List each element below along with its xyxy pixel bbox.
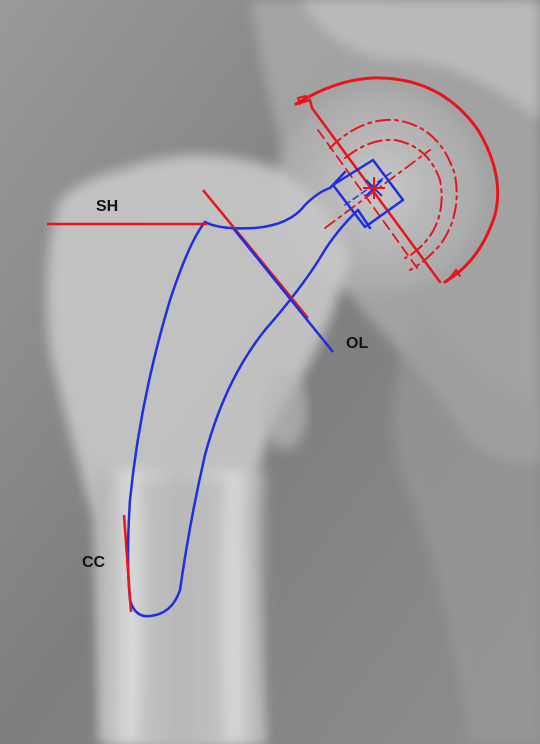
cup-face-line (317, 129, 421, 273)
stem-trunnion-box (331, 158, 405, 229)
cc-label: CC (82, 554, 106, 571)
cup-inner-arc-1 (329, 118, 458, 271)
cup-inner-arc-2 (344, 138, 443, 259)
lesser-trochanter (263, 370, 307, 450)
cup-hook-top (296, 95, 307, 105)
cup-outer-arc (294, 76, 500, 284)
asterisk-icon (363, 177, 385, 199)
ischium-bone (393, 300, 540, 744)
stem-body (126, 208, 360, 618)
acetabular-cup-template (294, 76, 500, 284)
ol-label: OL (346, 335, 369, 352)
sh-label: SH (96, 198, 119, 215)
ol-osteotomy-line-blue (232, 227, 334, 353)
medullary-canal (140, 480, 225, 744)
cc-cortical-contact-line (122, 514, 133, 613)
cup-axis-line (324, 149, 431, 229)
stem-neck-axis (344, 171, 393, 206)
cup-hook-bottom (449, 268, 461, 279)
stem-shoulder (203, 186, 332, 230)
femoral-stem-template (126, 158, 405, 618)
cup-rim-line (294, 98, 442, 284)
iliac-bone (300, 0, 540, 120)
